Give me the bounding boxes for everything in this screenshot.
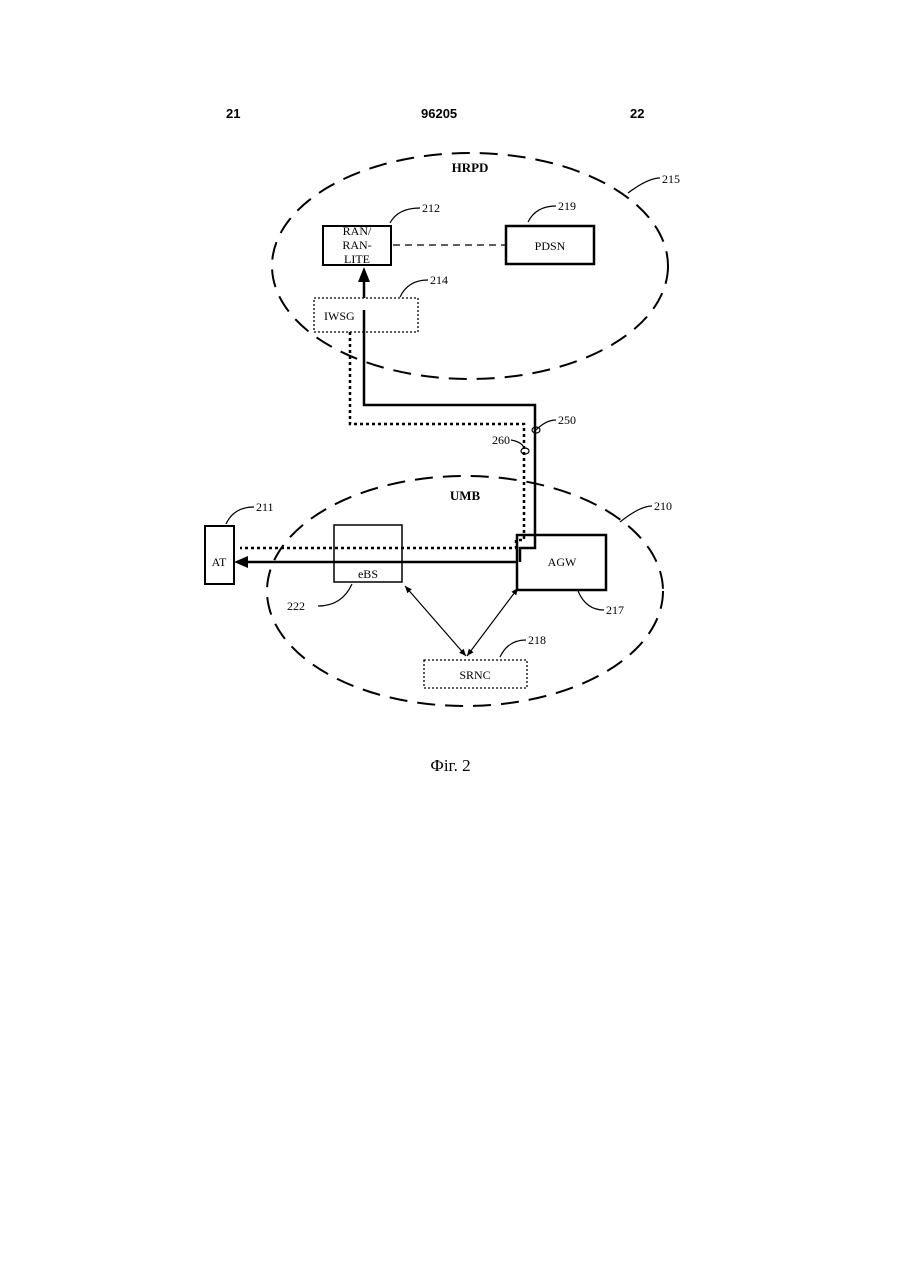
ebs-srnc-link (405, 586, 466, 656)
iwsg-ref: 214 (430, 273, 448, 287)
hrpd-ref-leader (628, 178, 660, 193)
at-ref: 211 (256, 500, 274, 514)
pdsn-ref-leader (528, 206, 556, 222)
pdsn-label: PDSN (535, 239, 566, 253)
path-260-dotted (240, 332, 524, 548)
figure-caption: Фіг. 2 (0, 756, 901, 776)
srnc-label: SRNC (459, 668, 490, 682)
srnc-ref: 218 (528, 633, 546, 647)
path-250-ref: 250 (558, 413, 576, 427)
at-ref-leader (226, 507, 254, 524)
agw-label: AGW (548, 555, 577, 569)
hrpd-ref: 215 (662, 172, 680, 186)
path-260-ref-leader (511, 440, 524, 448)
ebs-ref-leader (318, 584, 352, 606)
srnc-ref-leader (500, 640, 526, 657)
path-260-ref: 260 (492, 433, 510, 447)
ran-ref: 212 (422, 201, 440, 215)
hrpd-label: HRPD (452, 160, 489, 175)
umb-label: UMB (450, 488, 481, 503)
ran-ref-leader (390, 208, 420, 223)
ebs-ref: 222 (287, 599, 305, 613)
ran-label-line-1: RAN/ (343, 224, 372, 238)
umb-ref: 210 (654, 499, 672, 513)
iwsg-label: IWSG (324, 309, 355, 323)
agw-ref-leader (578, 591, 604, 610)
agw-ref: 217 (606, 603, 624, 617)
iwsg-ref-leader (400, 280, 428, 297)
umb-ref-leader (620, 506, 652, 522)
at-arrowhead (234, 556, 248, 568)
at-label: AT (212, 555, 227, 569)
pdsn-ref: 219 (558, 199, 576, 213)
ran-label-line-2: RAN- (342, 238, 371, 252)
ebs-label: eBS (358, 567, 378, 581)
agw-srnc-link (467, 588, 518, 656)
ran-label-line-3: LITE (344, 252, 370, 266)
iwsg-to-ran-arrowhead (358, 267, 370, 282)
